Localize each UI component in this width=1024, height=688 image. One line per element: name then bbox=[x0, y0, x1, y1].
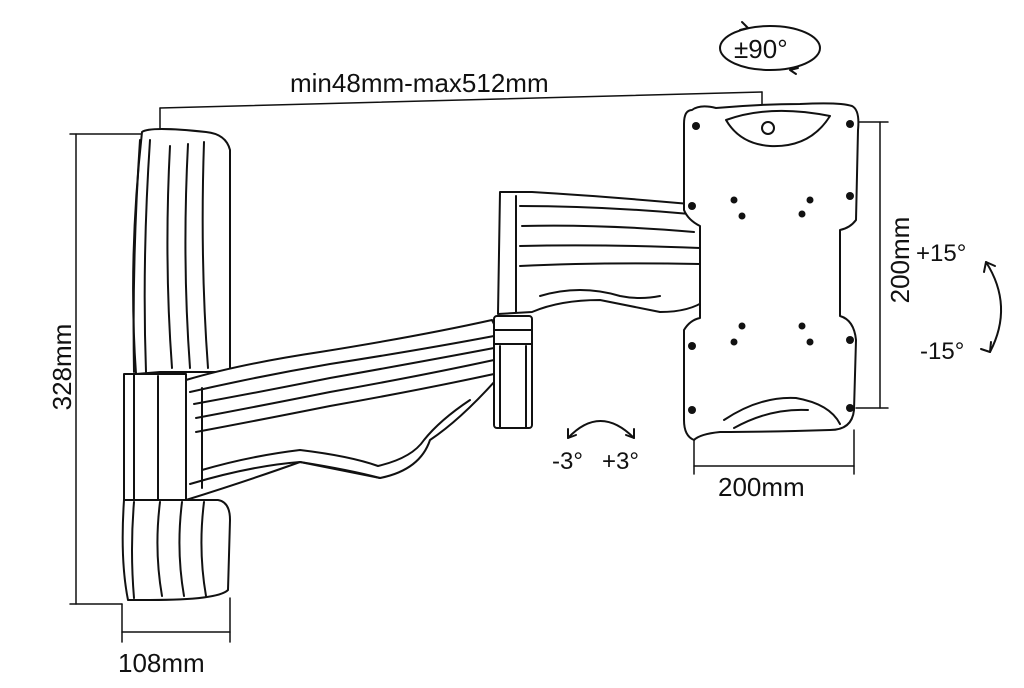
vesa-hole bbox=[738, 322, 746, 330]
vesa-holes bbox=[688, 120, 854, 414]
vesa-height-label: 200mm bbox=[885, 216, 915, 304]
height-label: 328mm bbox=[47, 323, 77, 411]
vesa-bottom-hinge-inner bbox=[733, 408, 809, 429]
wall-plate-lower-edge bbox=[131, 501, 135, 599]
vesa-hole bbox=[688, 202, 696, 210]
tilt-down-label: -15° bbox=[920, 338, 965, 365]
upper-arm bbox=[497, 191, 711, 315]
vesa-hole bbox=[798, 210, 806, 218]
wall-plate-lower-cover bbox=[121, 499, 231, 601]
depth-label: 108mm bbox=[118, 648, 205, 678]
lower-arm-ridge bbox=[193, 347, 495, 405]
wall-plate-lower-stripe bbox=[200, 501, 207, 597]
wall-plate-lower-stripe bbox=[178, 501, 185, 597]
vesa-hole bbox=[846, 192, 854, 200]
wall-plate-upper-stripe bbox=[184, 143, 191, 369]
vesa-hole bbox=[738, 212, 746, 220]
vesa-hole bbox=[806, 338, 814, 346]
upper-arm-ridge bbox=[519, 262, 701, 267]
level-arc-icon bbox=[567, 420, 635, 439]
vesa-hole bbox=[806, 196, 814, 204]
dimension-lines bbox=[69, 91, 889, 643]
vesa-hole bbox=[730, 196, 738, 204]
upper-arm-body bbox=[497, 191, 711, 315]
tilt-arc-icon bbox=[980, 261, 1002, 353]
upper-arm-ridge bbox=[519, 244, 701, 249]
vesa-hole bbox=[688, 342, 696, 350]
vesa-hole bbox=[688, 406, 696, 414]
wall-plate-upper-edge bbox=[143, 139, 151, 373]
lower-arm-ridge bbox=[195, 373, 495, 433]
vesa-top-bolt bbox=[761, 121, 775, 135]
wall-plate-upper-stripe bbox=[166, 145, 173, 369]
wall-plate bbox=[121, 128, 231, 601]
elbow-joint bbox=[493, 315, 533, 429]
vesa-hole bbox=[730, 338, 738, 346]
vesa-plate bbox=[683, 102, 860, 441]
wall-plate-upper-stripe bbox=[201, 141, 209, 369]
vesa-top-hinge bbox=[725, 109, 831, 148]
lower-arm-underside bbox=[201, 399, 471, 471]
rotation-arc-icon bbox=[719, 21, 821, 75]
vesa-hole bbox=[798, 322, 806, 330]
upper-arm-ridge bbox=[521, 224, 695, 233]
level-right-label: +3° bbox=[602, 448, 639, 475]
tilt-up-label: +15° bbox=[916, 240, 967, 267]
vesa-plate-outline bbox=[683, 102, 860, 441]
vesa-width-label: 200mm bbox=[718, 472, 805, 502]
lower-arm bbox=[185, 319, 499, 501]
vesa-hole bbox=[846, 404, 854, 412]
rotation-label: ±90° bbox=[734, 34, 788, 64]
reach-dimension-line bbox=[159, 91, 763, 109]
wall-plate-lower-stripe bbox=[156, 501, 163, 597]
vesa-hole bbox=[846, 336, 854, 344]
reach-label: min48mm-max512mm bbox=[290, 68, 549, 98]
vesa-bottom-hinge bbox=[723, 396, 841, 425]
lower-arm-ridge bbox=[195, 359, 495, 419]
lower-arm-underside bbox=[189, 461, 381, 485]
upper-arm-ridge bbox=[519, 205, 691, 215]
upper-arm-underside bbox=[539, 289, 661, 299]
level-left-label: -3° bbox=[552, 448, 583, 475]
lower-arm-ridge bbox=[189, 335, 495, 393]
vesa-hole bbox=[846, 120, 854, 128]
vesa-hole bbox=[692, 122, 700, 130]
wall-plate-upper-edge bbox=[132, 139, 141, 373]
